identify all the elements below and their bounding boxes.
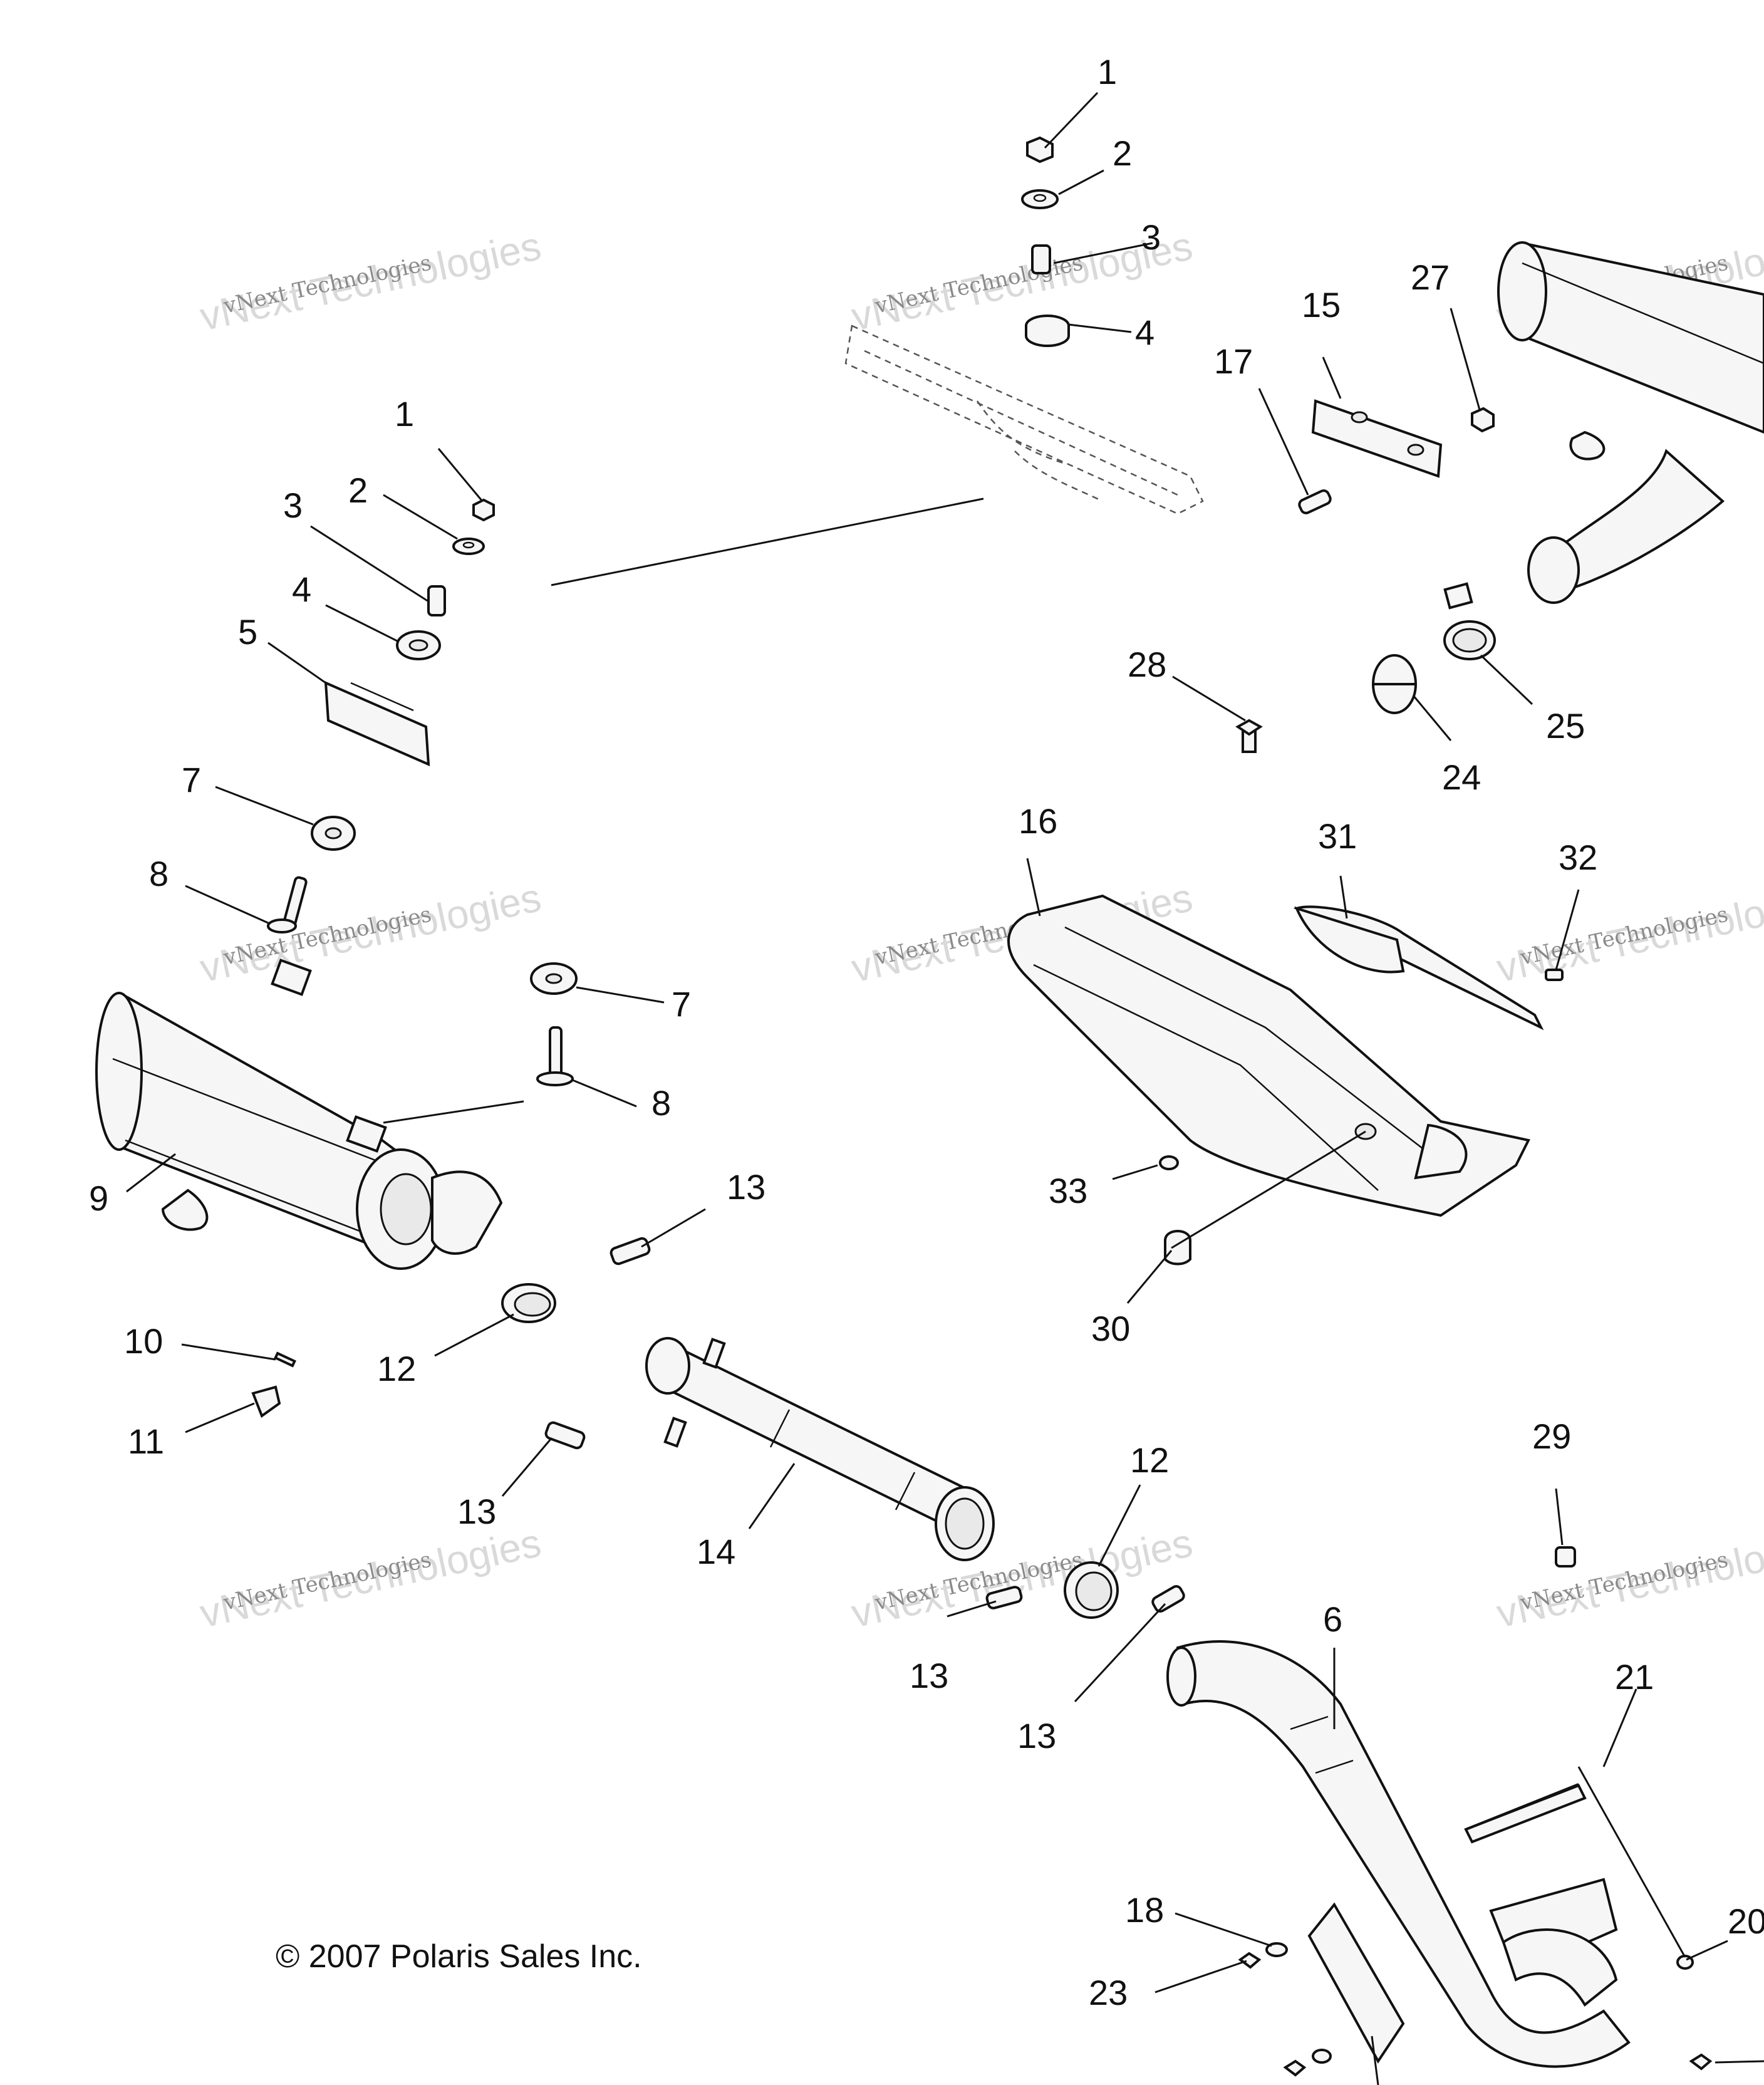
callout-1-top: 1 [1097, 52, 1117, 91]
leader-lines [126, 91, 1764, 2085]
callout-1-left: 1 [395, 394, 414, 434]
callout-4-top: 4 [1135, 313, 1154, 352]
top-mount-hardware [1021, 136, 1070, 347]
mid-pipe [645, 1337, 995, 1561]
callout-13-b: 13 [457, 1492, 496, 1531]
callout-12-right: 12 [1130, 1440, 1169, 1480]
frame-section [844, 325, 1204, 515]
callout-13-d: 13 [1017, 1716, 1056, 1755]
callout-32: 32 [1559, 838, 1597, 877]
copyright-notice: © 2007 Polaris Sales Inc. [276, 1938, 642, 1975]
header-pipe [1166, 1640, 1713, 2077]
callout-20: 20 [1728, 1901, 1764, 1941]
heat-shield [1007, 894, 1530, 1217]
callout-12-left: 12 [377, 1349, 416, 1388]
callout-8-right: 8 [651, 1083, 671, 1123]
callout-13-c: 13 [910, 1656, 948, 1695]
part-29 [1555, 1546, 1576, 1568]
callout-23: 23 [1089, 1973, 1128, 2012]
watermark: vNext Technologies vNext Technologies vN… [196, 223, 1764, 1636]
callout-3-left: 3 [283, 486, 303, 525]
callout-25: 25 [1546, 706, 1585, 746]
callout-15: 15 [1302, 285, 1341, 325]
callout-27: 27 [1411, 257, 1450, 297]
callout-3-top: 3 [1141, 217, 1161, 257]
callout-9: 9 [89, 1178, 108, 1218]
callout-14: 14 [697, 1532, 735, 1571]
left-small-parts [251, 1237, 651, 1450]
callout-7-right: 7 [672, 984, 691, 1024]
callout-2-left: 2 [348, 471, 368, 510]
left-mount-hardware [267, 498, 495, 933]
right-shield-parts [1159, 905, 1564, 1266]
callout-31: 31 [1318, 816, 1357, 856]
callout-8-left: 8 [149, 854, 169, 893]
right-upper-small-parts [1235, 399, 1496, 753]
callout-2-top: 2 [1113, 133, 1132, 173]
callout-labels: 1 2 3 4 1 2 3 4 5 7 8 7 8 9 10 11 12 13 … [89, 52, 1764, 2012]
callout-33: 33 [1049, 1171, 1087, 1210]
callout-13-a: 13 [727, 1167, 765, 1207]
callout-21: 21 [1615, 1657, 1654, 1697]
callout-18: 18 [1125, 1890, 1164, 1930]
callout-10: 10 [124, 1321, 163, 1361]
callout-11: 11 [128, 1422, 164, 1461]
callout-4-left: 4 [292, 569, 311, 609]
callout-28: 28 [1128, 645, 1166, 684]
callout-17: 17 [1214, 341, 1253, 381]
callout-7-left: 7 [182, 760, 201, 799]
callout-5: 5 [238, 612, 257, 652]
callout-29: 29 [1532, 1417, 1571, 1456]
right-muffler [1497, 241, 1764, 604]
callout-6: 6 [1323, 1599, 1342, 1639]
mid-small-parts [985, 1561, 1185, 1619]
callout-24: 24 [1442, 757, 1481, 797]
callout-16: 16 [1019, 801, 1057, 841]
left-muffler [95, 959, 578, 1270]
callout-30: 30 [1091, 1309, 1130, 1348]
